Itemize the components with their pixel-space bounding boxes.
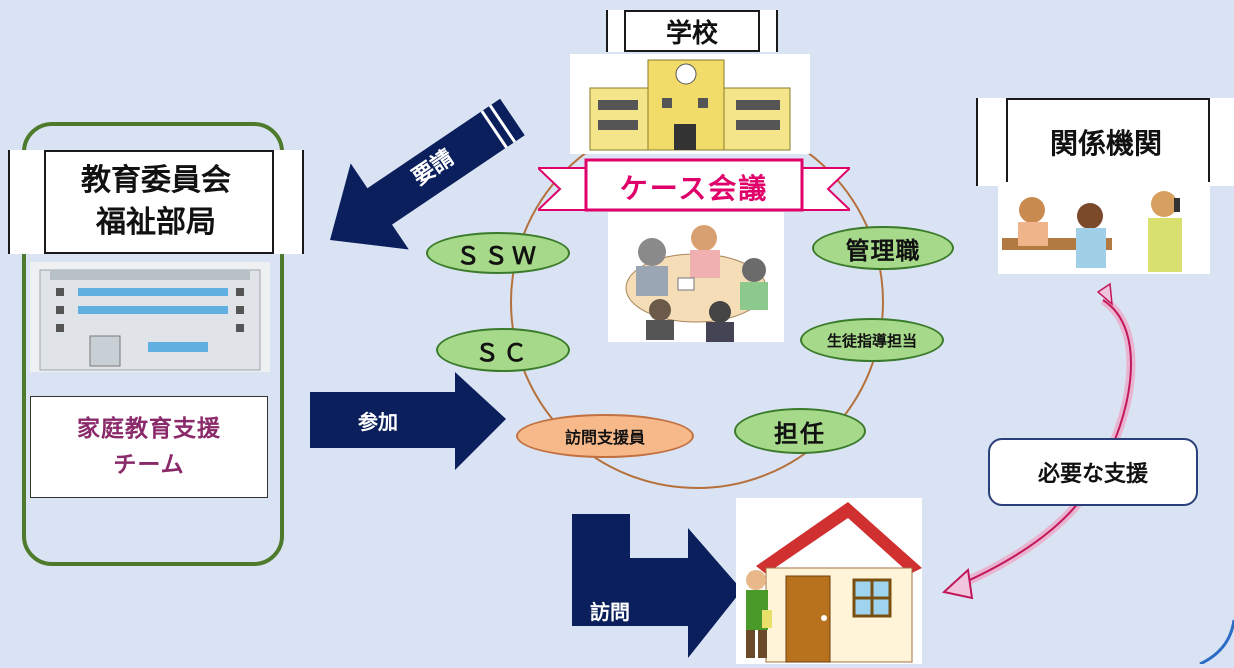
case-meeting-title: ケース会議 — [619, 172, 769, 205]
request-arrow — [330, 98, 525, 250]
committee-frame — [22, 122, 284, 566]
member-homeroom: 担任 — [734, 408, 866, 454]
case-meeting-ribbon — [538, 158, 850, 212]
member-visitor: 訪問支援員 — [516, 414, 694, 458]
member-ssw: ＳＳＷ — [426, 232, 570, 274]
participate-arrow — [310, 372, 506, 470]
agencies-image — [998, 182, 1210, 274]
agencies-title-box: 関係機関 — [976, 98, 1234, 186]
family-team-line1: 家庭教育支援 — [77, 416, 221, 442]
meeting-image — [608, 212, 784, 342]
committee-title-box: 教育委員会 福祉部局 — [8, 150, 304, 254]
family-team-line2: チーム — [113, 452, 185, 478]
agencies-title: 関係機関 — [1049, 127, 1162, 160]
visit-arrow — [572, 514, 742, 658]
committee-line2: 福祉部局 — [96, 205, 216, 240]
committee-line1: 教育委員会 — [81, 163, 231, 198]
school-title-box: 学校 — [606, 10, 778, 52]
visit-label: 訪問 — [590, 600, 630, 624]
house-image — [736, 498, 922, 664]
support-note: 必要な支援 — [988, 438, 1198, 506]
family-team-box: 家庭教育支援 チーム — [30, 396, 268, 498]
school-building-image — [570, 54, 810, 154]
participate-label: 参加 — [358, 410, 398, 434]
office-building-image — [30, 262, 270, 372]
member-guidance: 生徒指導担当 — [800, 318, 944, 362]
school-title: 学校 — [665, 18, 718, 49]
member-sc: ＳＣ — [436, 328, 570, 372]
member-admin: 管理職 — [812, 226, 954, 270]
